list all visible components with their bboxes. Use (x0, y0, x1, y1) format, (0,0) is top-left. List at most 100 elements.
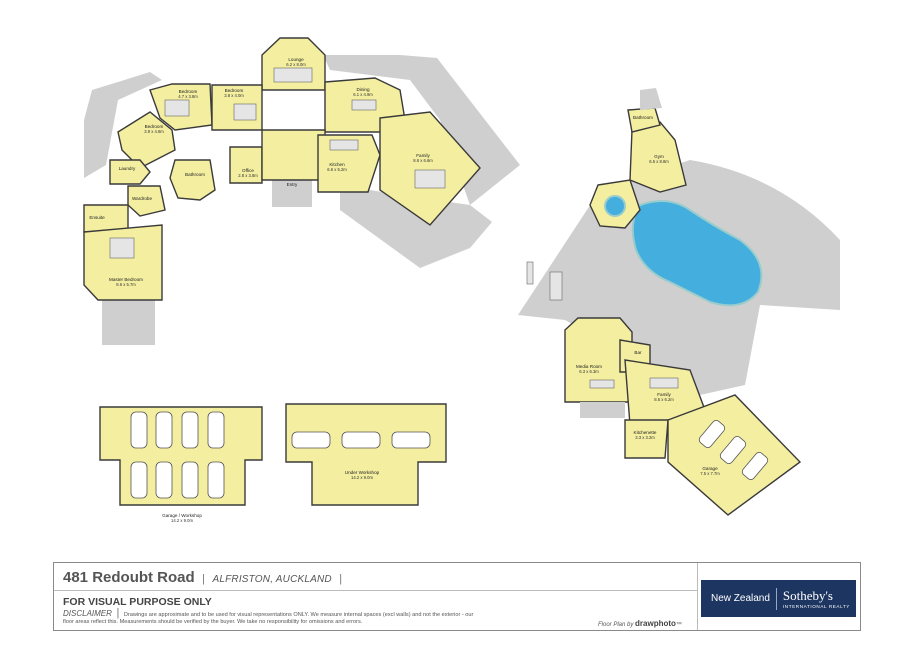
garage-workshop-label: Garage / Workshop (162, 513, 202, 518)
room-family-main (379, 111, 481, 226)
property-suburb: ALFRISTON, AUCKLAND (212, 574, 332, 585)
under-workshop-cars (291, 431, 431, 449)
disclaimer-separator: | (116, 607, 120, 619)
outdoor-table (549, 271, 563, 301)
room-wardrobe (127, 185, 166, 217)
room-laundry (109, 159, 151, 185)
main-house-plan: Lounge 6.2 x 8.0m Bedroom 4.7 x 3.8m Bed… (83, 37, 520, 345)
media-size: 6.3 x 6.3m (579, 369, 599, 374)
room-garage-workshop (99, 406, 263, 506)
logo-brand-block: Sotheby's INTERNATIONAL REALTY (783, 589, 850, 609)
outdoor-bench (526, 261, 534, 285)
bathroom-main-label: Bathroom (185, 172, 205, 177)
car-icon (155, 461, 173, 499)
room-bedroom-c (117, 111, 176, 169)
disclaimer: DISCLAIMER | Drawings are approximate an… (63, 607, 483, 627)
logo-brand-name: Sotheby's (782, 587, 833, 603)
room-under-workshop (285, 403, 447, 506)
kitchenette-size: 3.3 x 3.2m (635, 435, 655, 440)
bedroom-a-size: 4.7 x 3.8m (178, 94, 198, 99)
terrace-west (84, 72, 162, 178)
master-label: Master Bedroom (109, 277, 143, 282)
logo-divider (697, 563, 698, 630)
room-office (229, 146, 263, 184)
swimming-pool (631, 200, 763, 307)
car-icon (181, 411, 199, 449)
office-size: 2.8 x 3.8m (238, 173, 258, 178)
under-workshop-label: Under Workshop (345, 470, 380, 475)
kitchenette-label: Kitchenette (634, 430, 657, 435)
credit-trademark: ™ (675, 622, 682, 628)
sothebys-logo: New Zealand Sotheby's INTERNATIONAL REAL… (701, 580, 856, 617)
credit-prefix: Floor Plan by (598, 622, 634, 628)
gym-stair (640, 88, 662, 110)
bedroom-b-label: Bedroom (225, 88, 244, 93)
lounge-size: 6.2 x 8.0m (286, 62, 306, 67)
car-icon (719, 436, 747, 464)
kitchen-label: Kitchen (329, 162, 345, 167)
lounge-sofa (273, 67, 313, 83)
garage-lower-size: 7.5 x 7.7m (700, 471, 720, 476)
room-kitchenette (624, 419, 669, 459)
property-address: 481 Redoubt Road (63, 569, 195, 586)
office-label: Office (242, 168, 254, 173)
room-hall (261, 129, 326, 181)
bedroom-c-label: Bedroom (145, 124, 164, 129)
bedroom-c-size: 3.9 x 4.6m (144, 129, 164, 134)
media-sofa (589, 379, 615, 389)
family-lower-size: 8.6 x 6.2m (654, 397, 674, 402)
family-main-label: Family (416, 153, 430, 158)
logo-bar (775, 587, 777, 610)
drawphoto-logo: drawphoto (635, 619, 676, 628)
car-icon (341, 431, 381, 449)
bedroom-a-label: Bedroom (179, 89, 198, 94)
car-icon (391, 431, 431, 449)
car-icon (698, 420, 726, 448)
under-workshop-size: 14.2 x 9.0m (351, 475, 373, 480)
bedroom-b-bed (233, 103, 257, 121)
lower-stair (580, 402, 625, 418)
lower-garage-cars (698, 420, 769, 480)
logo-brand-sub: INTERNATIONAL REALTY (782, 603, 850, 609)
family-sofa (414, 169, 446, 189)
family-lower-label: Family (657, 392, 671, 397)
dining-label: Dining (356, 87, 369, 92)
under-workshop-plan: Under Workshop 14.2 x 9.0m (285, 403, 447, 506)
garage-workshop-plan: Garage / Workshop 14.2 x 9.0m (99, 406, 263, 523)
room-gym (629, 121, 687, 193)
bedroom-b-size: 3.8 x 4.0m (224, 93, 244, 98)
footer-divider (54, 590, 697, 591)
kitchen-island (329, 139, 359, 151)
car-icon (291, 431, 331, 449)
master-size: 8.6 x 5.7m (116, 282, 136, 287)
wardrobe-label: Wardrobe (132, 196, 152, 201)
laundry-label: Laundry (119, 166, 136, 171)
visual-purpose-notice: FOR VISUAL PURPOSE ONLY (63, 596, 212, 608)
room-master (83, 224, 163, 301)
lower-level-plan: Media Room 6.3 x 6.3m Bar Family 8.6 x 6… (564, 317, 802, 516)
terrace-master (102, 300, 155, 345)
garage-lower-label: Garage (702, 466, 718, 471)
car-icon (130, 411, 148, 449)
dining-size: 6.1 x 4.9m (353, 92, 373, 97)
disclaimer-text: Drawings are approximate and to be used … (63, 612, 474, 626)
car-icon (130, 461, 148, 499)
room-bathroom-main (169, 159, 216, 201)
car-icon (181, 461, 199, 499)
suburb-separator: | (339, 573, 343, 585)
car-icon (207, 461, 225, 499)
garage-workshop-cars (130, 411, 225, 499)
family-main-size: 8.6 x 6.6m (413, 158, 433, 163)
car-icon (207, 411, 225, 449)
bathroom-gym-label: Bathroom (633, 115, 653, 120)
master-bed (109, 237, 135, 259)
car-icon (741, 452, 769, 480)
gym-size: 6.5 x 8.8m (649, 159, 669, 164)
kitchen-size: 6.6 x 5.2m (327, 167, 347, 172)
terrace-entry (272, 180, 312, 207)
logo-region: New Zealand (711, 593, 770, 604)
info-footer: 481 Redoubt Road | ALFRISTON, AUCKLAND |… (53, 562, 861, 631)
media-label: Media Room (576, 364, 602, 369)
address-separator: | (202, 573, 205, 585)
